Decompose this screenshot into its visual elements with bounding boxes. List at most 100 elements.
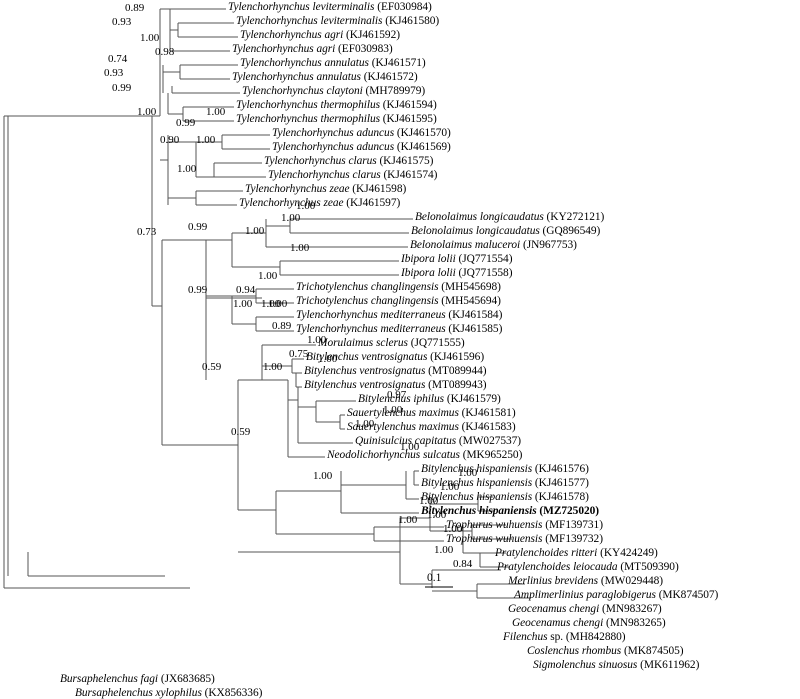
taxon-accession: (MZ725020) [536,505,599,517]
taxon-accession: (MT509390) [617,561,679,573]
taxon-label: Tylenchorhynchus thermophilus (KJ461594) [236,99,437,111]
taxon-species-name: Bitylenchus ventrosignatus [304,365,426,377]
taxon-label: Tylenchorhynchus mediterraneus (KJ461584… [296,309,503,321]
taxon-species-name: Belonolaimus longicaudatus [415,211,544,223]
taxon-accession: (EF030983) [335,43,393,55]
taxon-species-name: Tylenchorhynchus aduncus [272,141,395,153]
taxon-label: Tylenchorhynchus clarus (KJ461575) [264,155,433,167]
taxon-species-name: Bitylenchus hispaniensis [421,505,537,517]
node-support-value: 1.00 [383,404,403,416]
node-support-value: 1.00 [434,544,454,556]
taxon-species-name: Belonolaimus maluceroi [410,239,521,251]
taxon-label: Sigmolenchus sinuosus (MK611962) [533,659,699,671]
taxon-label: Filenchus sp. (MH842880) [503,631,626,643]
taxon-label: Trophurus wuhuensis (MF139731) [446,519,603,531]
node-support-value: 1.00 [261,298,281,310]
taxon-accession: (MW029448) [598,575,663,587]
taxon-species-name: Quinisulcius capitatus [355,435,457,447]
taxon-accession: (KJ461571) [368,57,426,69]
node-support-value: 1.00 [458,467,478,479]
taxon-label: Bitylenchus hispaniensis (KJ461578) [421,491,589,503]
taxon-accession: (MF139732) [542,533,603,545]
taxon-accession: (KY424249) [597,547,658,559]
node-support-value: 1.00 [196,134,216,146]
taxon-species-name: Tylenchorhynchus clarus [268,169,381,181]
taxon-species-name: Sauertylenchus maximus [347,421,459,433]
taxon-label: Ibipora lolii (JQ771558) [401,267,513,279]
taxon-accession: (KJ461572) [360,71,418,83]
taxon-species-name: Tylenchorhynchus thermophilus [236,99,380,111]
taxon-species-name: Geocenamus chengi [512,617,604,629]
taxon-species-name: Bitylenchus ventrosignatus [304,379,426,391]
taxon-label: Tylenchorhynchus zeae (KJ461598) [245,183,406,195]
taxon-label: Tylenchorhynchus agri (KJ461592) [240,29,400,41]
taxon-species-name: Tylenchorhynchus clarus [264,155,377,167]
node-support-value: 0.89 [125,2,145,14]
taxon-label: Bitylenchus ventrosignatus (MT089944) [304,365,487,377]
node-support-value: 0.74 [108,53,128,65]
taxon-accession: (JQ771555) [407,337,465,349]
taxon-accession: (MH545694) [438,295,501,307]
taxon-species-name: Tylenchorhynchus zeae [239,197,344,209]
node-support-value: 1.00 [281,212,301,224]
node-support-value: 1.00 [140,32,160,44]
node-support-value: 0.90 [160,134,180,146]
taxon-label: Pratylenchoides leiocauda (MT509390) [497,561,679,573]
taxon-accession: (JN967753) [520,239,577,251]
taxon-accession: (KJ461577) [532,477,589,489]
taxon-label: Geocenamus chengi (MN983267) [508,603,662,615]
taxon-label: Tylenchorhynchus annulatus (KJ461572) [232,71,418,83]
taxon-label: Neodolichorhynchus sulcatus (MK965250) [327,449,523,461]
node-support-value: 1.00 [398,514,418,526]
taxon-label: Tylenchorhynchus aduncus (KJ461569) [272,141,451,153]
taxon-label: Amplimerlinius paraglobigerus (MK874507) [514,589,718,601]
taxon-accession: (MF139731) [542,519,603,531]
taxon-accession: (KJ461583) [458,421,516,433]
taxon-species-name: Tylenchorhynchus agri [232,43,336,55]
node-support-value: 1.00 [427,509,447,521]
taxon-label: Tylenchorhynchus zeae (KJ461597) [239,197,400,209]
node-support-value: 0.99 [176,117,196,129]
taxon-label: Tylenchorhynchus leviterminalis (EF03098… [228,1,432,13]
taxon-species-name: Pratylenchoides ritteri [495,547,598,559]
taxon-species-name: Trophurus wuhuensis [446,533,543,545]
taxon-accession: (MH545698) [438,281,501,293]
taxon-species-name: Amplimerlinius paraglobigerus [514,589,656,601]
taxon-species-name: Merlinius brevidens [508,575,599,587]
taxon-accession: (KJ461596) [427,351,485,363]
branch-lines [3,8,531,599]
taxon-accession: (MT089943) [425,379,487,391]
node-support-value: 0.98 [155,46,175,58]
taxon-accession: (MH789979) [362,85,426,97]
taxon-label: Tylenchorhynchus annulatus (KJ461571) [240,57,426,69]
taxon-label: Tylenchorhynchus mediterraneus (KJ461585… [296,323,502,335]
node-support-value: 0.73 [137,226,157,238]
taxon-species-name: Geocenamus chengi [508,603,600,615]
node-support-value: 1.00 [296,200,316,212]
taxon-species-name: Sigmolenchus sinuosus [533,659,638,671]
taxon-species-name: Belonolaimus longicaudatus [411,225,540,237]
taxon-accession: (KJ461579) [444,393,501,405]
taxon-label: Trichotylenchus changlingensis (MH545694… [296,295,501,307]
taxon-species-name: Tylenchorhynchus thermophilus [236,113,380,125]
taxon-label: Coslenchus rhombus (MK874505) [527,645,684,657]
taxon-accession: (KJ461584) [445,309,503,321]
taxon-accession: (MW027537) [456,435,522,447]
taxon-species-name: Bitylenchus ventrosignatus [306,351,428,363]
taxon-species-name: Trichotylenchus changlingensis [296,281,439,293]
scale-bar-label: 0.1 [427,572,442,584]
taxon-accession: (MK965250) [459,449,523,461]
taxon-label: Bitylenchus hispaniensis (KJ461577) [421,477,589,489]
taxon-label: Trophurus wuhuensis (MF139732) [446,533,603,545]
taxon-species-name: Ibipora lolii [401,267,456,279]
taxon-label: Trichotylenchus changlingensis (MH545698… [296,281,501,293]
taxon-species-name: Neodolichorhynchus sulcatus [327,449,460,461]
taxon-species-name: Bitylenchus hispaniensis [421,491,533,503]
taxon-label: Merlinius brevidens (MW029448) [508,575,663,587]
taxon-accession: (KJ461576) [532,463,589,475]
taxon-accession: (KY272121) [543,211,605,223]
taxon-label: Sauertylenchus maximus (KJ461581) [347,407,516,419]
taxon-accession: (KJ461574) [380,169,438,181]
node-support-value: 0.93 [104,67,124,79]
node-support-value: 1.00 [245,225,265,237]
